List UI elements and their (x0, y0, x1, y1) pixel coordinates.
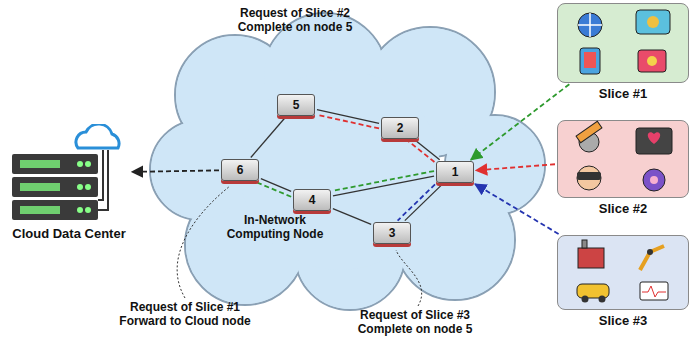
request-path (317, 115, 379, 129)
annotation-text: Request of Slice #2 Complete on node 5 (220, 6, 370, 34)
request-path (475, 184, 558, 234)
node-number: 4 (309, 193, 316, 207)
slice-box: Slice #1 (557, 3, 689, 83)
node-number: 5 (293, 98, 300, 112)
slice-box: Slice #2 (557, 120, 689, 198)
request-path (407, 140, 434, 162)
node-number: 3 (389, 226, 396, 240)
network-link (333, 209, 371, 225)
cloud-data-center: Cloud Data Center (8, 124, 130, 222)
network-link (405, 184, 442, 220)
request-path (132, 170, 219, 172)
slice-box: Slice #3 (557, 235, 689, 310)
router-node: 6 (221, 159, 259, 181)
router-node: 2 (381, 117, 419, 139)
router-node: 1 (436, 161, 474, 183)
annotation-text: Request of Slice #3 Complete on node 5 (340, 308, 490, 336)
annotation-text: In-Network Computing Node (220, 213, 330, 241)
request-path (255, 182, 291, 197)
request-path (471, 84, 569, 160)
node-number: 1 (452, 165, 459, 179)
server-icon (8, 124, 130, 222)
node-label: Slice #3 (538, 313, 693, 328)
network-link (317, 110, 379, 124)
node-number: 2 (397, 121, 404, 135)
network-link (333, 176, 434, 196)
node-number: 6 (237, 163, 244, 177)
request-path (398, 184, 435, 220)
request-path (476, 164, 555, 170)
router-node: 5 (277, 94, 315, 116)
node-label: Cloud Data Center (0, 226, 150, 241)
node-label: Slice #2 (538, 201, 693, 216)
request-path (333, 171, 434, 191)
router-node: 4 (293, 189, 331, 211)
network-link (251, 118, 285, 158)
network-link (261, 179, 291, 192)
annotation-text: Request of Slice #1 Forward to Cloud nod… (110, 300, 260, 328)
router-node: 3 (373, 222, 411, 244)
node-label: Slice #1 (538, 86, 693, 101)
